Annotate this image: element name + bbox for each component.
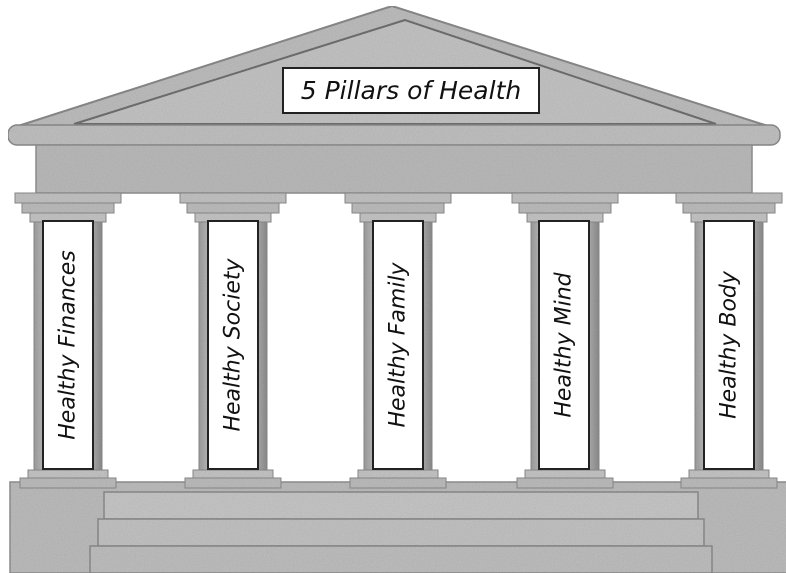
step-bottom bbox=[89, 545, 713, 573]
cornice bbox=[7, 124, 781, 146]
pillar-text-mind: Healthy Mind bbox=[551, 272, 577, 418]
pillar-label-family: Healthy Family bbox=[372, 220, 424, 470]
diagram-title: 5 Pillars of Health bbox=[282, 67, 540, 114]
pillar-text-society: Healthy Society bbox=[220, 258, 246, 432]
pillar-label-finances: Healthy Finances bbox=[42, 220, 94, 470]
pillar-text-family: Healthy Family bbox=[385, 262, 411, 428]
step-top bbox=[103, 491, 699, 520]
pillar-label-society: Healthy Society bbox=[207, 220, 259, 470]
pillar-text-finances: Healthy Finances bbox=[55, 250, 81, 440]
entablature bbox=[35, 144, 753, 194]
step-middle bbox=[97, 518, 705, 547]
pillar-label-body: Healthy Body bbox=[703, 220, 755, 470]
pillar-text-body: Healthy Body bbox=[716, 271, 742, 419]
diagram-title-text: 5 Pillars of Health bbox=[300, 76, 522, 105]
pillar-label-mind: Healthy Mind bbox=[538, 220, 590, 470]
